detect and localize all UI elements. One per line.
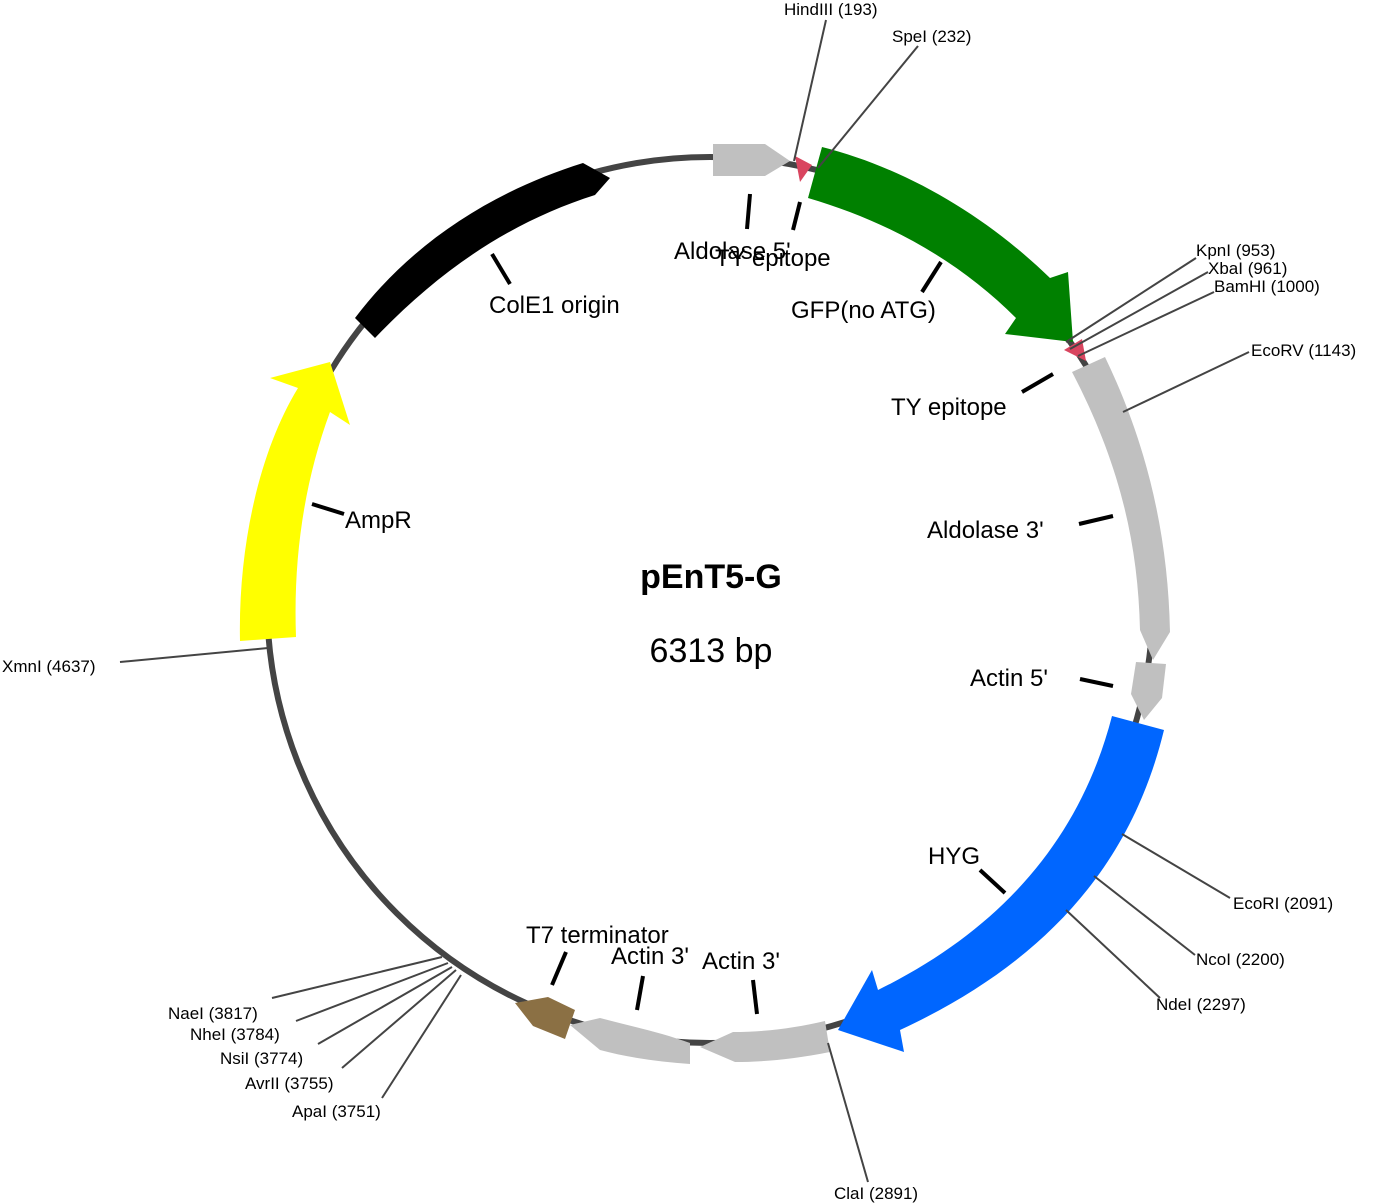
feature-label-cole1: ColE1 origin bbox=[489, 292, 620, 319]
plasmid-title: pEnT5-G bbox=[640, 558, 782, 596]
site-label-kpni: KpnI (953) bbox=[1196, 241, 1275, 260]
feature-cole1-origin bbox=[355, 163, 610, 338]
site-leaders bbox=[119, 19, 1250, 1183]
tick-gfp bbox=[920, 260, 943, 294]
leader-nhei bbox=[295, 962, 449, 1022]
leader-ecori bbox=[1121, 833, 1231, 899]
site-label-ecorv: EcoRV (1143) bbox=[1251, 341, 1356, 360]
feature-actin-5prime bbox=[1131, 662, 1166, 720]
tick-aldolase-5prime bbox=[745, 193, 752, 230]
feature-label-ampr: AmpR bbox=[345, 507, 412, 534]
feature-label-actin-3prime-2: Actin 3' bbox=[611, 943, 689, 970]
tick-actin-3prime-1 bbox=[751, 979, 759, 1015]
feature-label-aldolase-3prime: Aldolase 3' bbox=[927, 517, 1044, 544]
plasmid-length: 6313 bp bbox=[650, 632, 773, 670]
feature-label-ty-epitope-2: TY epitope bbox=[891, 394, 1007, 421]
site-label-naei: NaeI (3817) bbox=[168, 1004, 258, 1023]
site-label-ndei: NdeI (2297) bbox=[1156, 995, 1246, 1014]
tick-actin-3prime-2 bbox=[635, 975, 645, 1011]
site-label-spei: SpeI (232) bbox=[892, 27, 971, 46]
site-label-hindiii: HindIII (193) bbox=[784, 0, 878, 19]
feature-label-ty-epitope-1: TY epitope bbox=[715, 245, 831, 272]
leader-nsii bbox=[317, 966, 453, 1045]
feature-aldolase-3prime bbox=[1072, 357, 1170, 660]
feature-labels: ColE1 origin Aldolase 5' TY epitope GFP(… bbox=[345, 238, 1048, 975]
leader-ndei bbox=[1065, 909, 1161, 999]
tick-ty-epitope-1 bbox=[791, 201, 802, 231]
tick-t7-terminator bbox=[550, 951, 568, 986]
feature-t7-terminator bbox=[515, 997, 575, 1039]
site-label-avrii: AvrII (3755) bbox=[245, 1074, 334, 1093]
leader-kpni bbox=[1065, 257, 1197, 343]
site-label-xbai: XbaI (961) bbox=[1208, 259, 1287, 278]
feature-ty-epitope-1 bbox=[795, 156, 812, 182]
feature-aldolase-5prime bbox=[713, 144, 790, 176]
site-label-clai: ClaI (2891) bbox=[834, 1184, 918, 1203]
feature-actin-3prime-2 bbox=[570, 1018, 690, 1064]
leader-naei bbox=[271, 956, 443, 999]
tick-aldolase-3prime bbox=[1078, 514, 1114, 526]
feature-label-gfp: GFP(no ATG) bbox=[791, 297, 936, 324]
site-label-ecori: EcoRI (2091) bbox=[1233, 894, 1333, 913]
site-label-nsii: NsiI (3774) bbox=[220, 1049, 303, 1068]
feature-gfp bbox=[808, 147, 1073, 342]
site-label-xmni: XmnI (4637) bbox=[2, 657, 96, 676]
feature-label-hyg: HYG bbox=[928, 843, 980, 870]
feature-label-actin-3prime-1: Actin 3' bbox=[702, 948, 780, 975]
leader-apai bbox=[381, 974, 462, 1099]
tick-actin-5prime bbox=[1079, 677, 1114, 688]
site-label-bamhi: BamHI (1000) bbox=[1214, 277, 1320, 296]
leader-xmni bbox=[119, 647, 269, 663]
tick-ampr bbox=[311, 502, 345, 516]
tick-cole1 bbox=[490, 252, 512, 286]
site-label-ncoi: NcoI (2200) bbox=[1196, 950, 1285, 969]
leader-xbai bbox=[1069, 271, 1209, 350]
feature-label-t7-terminator: T7 terminator bbox=[526, 922, 669, 949]
feature-actin-3prime-1 bbox=[700, 1021, 830, 1062]
tick-hyg bbox=[978, 868, 1007, 895]
feature-ampr bbox=[239, 362, 350, 641]
leader-clai bbox=[827, 1042, 869, 1183]
feature-ticks bbox=[311, 193, 1114, 1015]
feature-label-actin-5prime: Actin 5' bbox=[970, 665, 1048, 692]
leader-ecorv bbox=[1122, 351, 1250, 413]
leader-bamhi bbox=[1077, 291, 1215, 357]
leader-hindiii bbox=[793, 19, 827, 162]
site-label-apai: ApaI (3751) bbox=[292, 1102, 381, 1121]
feature-hyg bbox=[838, 716, 1164, 1052]
leader-spei bbox=[817, 45, 919, 169]
tick-ty-epitope-2 bbox=[1020, 372, 1055, 394]
site-label-nhei: NheI (3784) bbox=[190, 1025, 280, 1044]
leader-ncoi bbox=[1093, 875, 1196, 956]
feature-label-aldolase-5prime: Aldolase 5' bbox=[674, 238, 791, 265]
leader-avrii bbox=[341, 969, 457, 1069]
